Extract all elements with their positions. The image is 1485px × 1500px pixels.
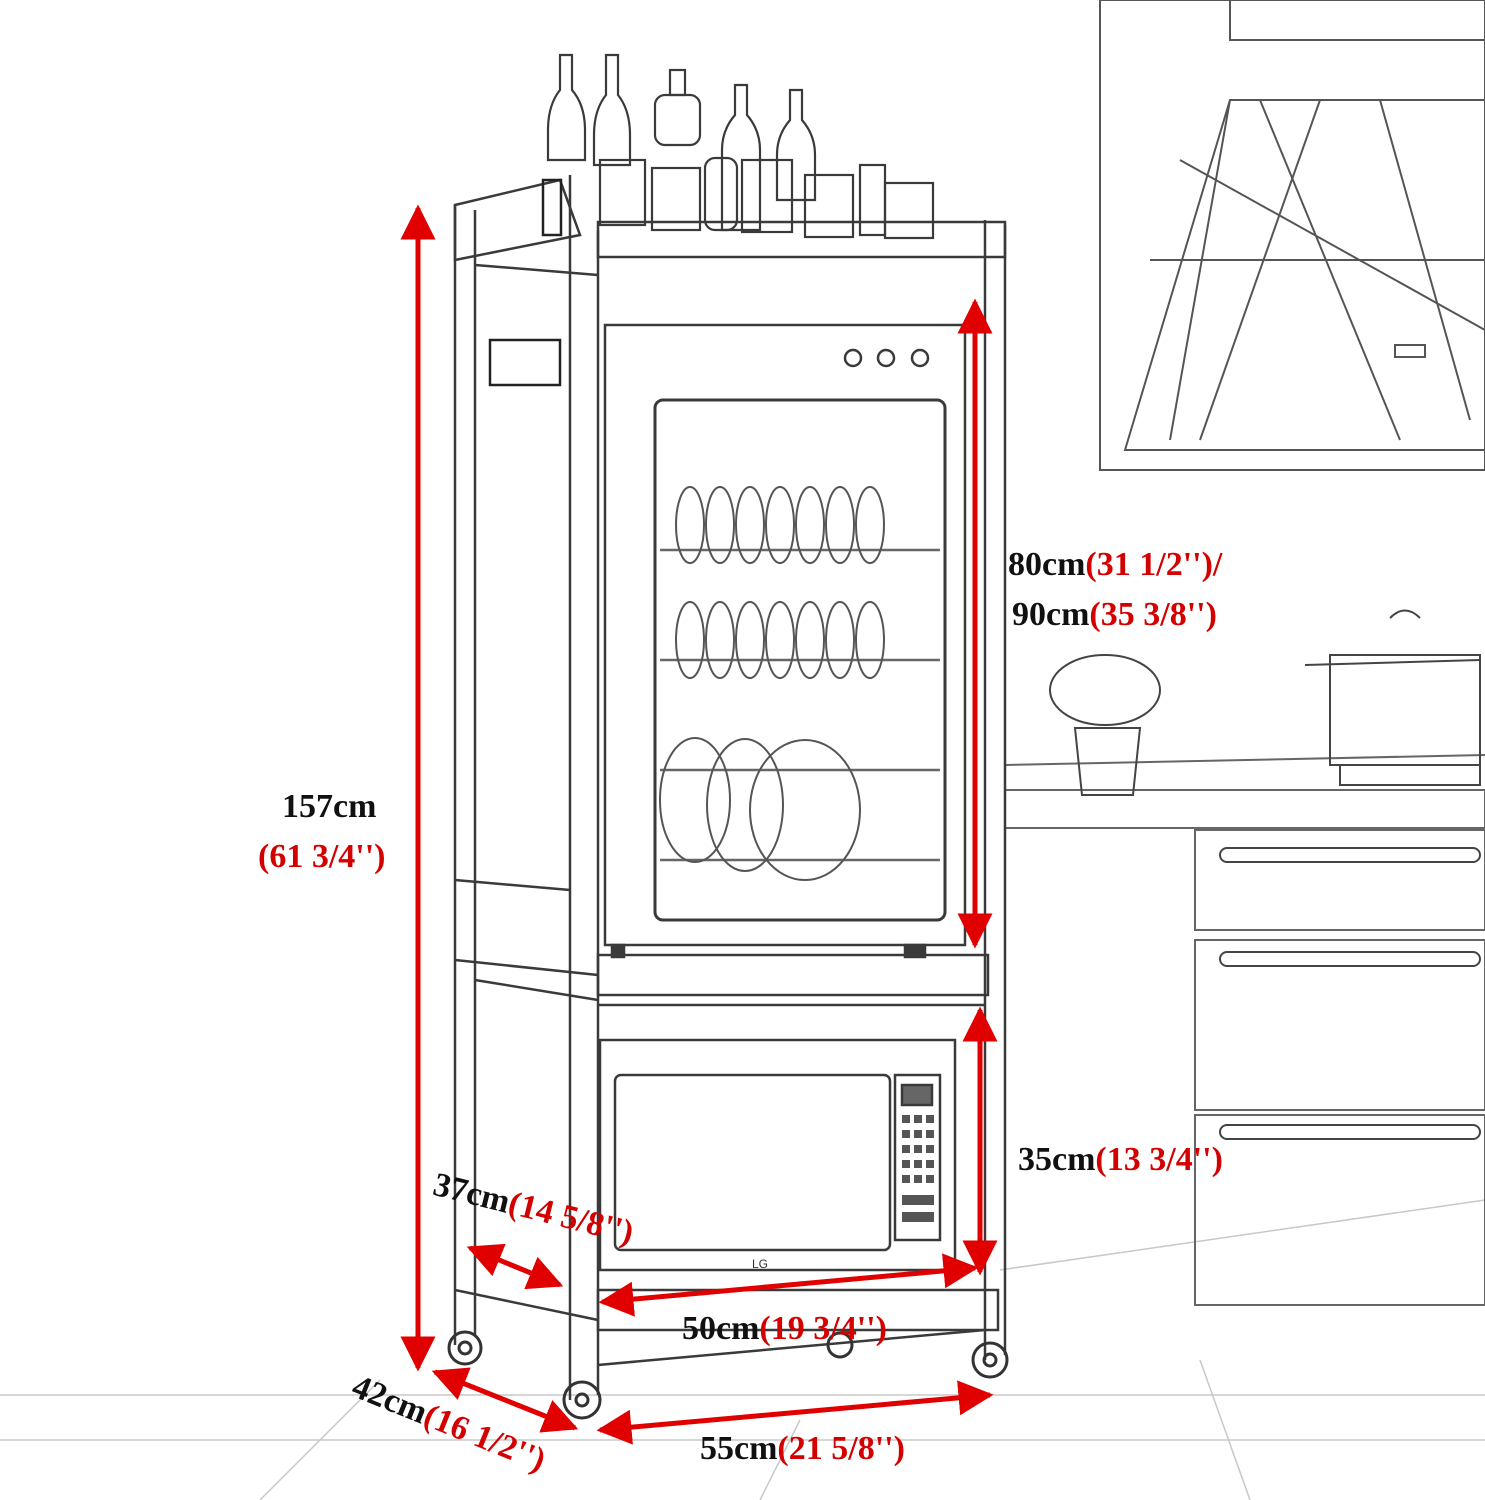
lower-shelf-height-inch: (13 3/4''): [1095, 1141, 1223, 1178]
cooking-pot: [1304, 609, 1481, 786]
lower-shelf-height-cm: 35cm: [1018, 1141, 1096, 1178]
cup: [803, 173, 855, 239]
cup: [598, 158, 647, 227]
label-outer-width: 55cm(21 5/8''): [700, 1432, 905, 1466]
total-height-inch: (61 3/4''): [258, 838, 386, 875]
dimension-arrows: [400, 204, 998, 1445]
label-cabinet-height-2: 90cm(35 3/8''): [1012, 598, 1217, 632]
bottle: [720, 83, 762, 232]
label-cabinet-height-1: 80cm(31 1/2'')/: [1008, 548, 1222, 582]
inner-width-cm: 50cm: [682, 1310, 760, 1347]
cabinet-height-cm-1: 80cm: [1008, 546, 1086, 583]
label-inner-width: 50cm(19 3/4''): [682, 1312, 887, 1346]
range-hood: [1099, 0, 1485, 471]
plates: [659, 737, 861, 881]
caster-wheel: [971, 1341, 1009, 1379]
caster-wheel: [447, 1330, 483, 1366]
microwave-keypad: [902, 1115, 934, 1222]
arrow-outer-width: [596, 1380, 994, 1445]
bottle: [592, 53, 632, 167]
dish-cabinet: [603, 323, 967, 959]
microwave: LG: [598, 1038, 957, 1272]
cabinet-height-inch-1: (31 1/2'')/: [1085, 546, 1223, 583]
inner-width-inch: (19 3/4''): [759, 1310, 887, 1347]
cabinet-height-cm-2: 90cm: [1012, 596, 1090, 633]
cup: [740, 158, 794, 234]
cup: [703, 156, 739, 232]
outer-width-inch: (21 5/8''): [777, 1430, 905, 1467]
top-shelf-items: [546, 53, 935, 240]
bottle: [546, 53, 587, 162]
cup: [858, 163, 887, 237]
arrow-outer-depth: [431, 1367, 579, 1433]
total-height-cm: 157cm: [282, 788, 377, 825]
caster-wheel: [826, 1331, 854, 1359]
cabinet-height-inch-2: (35 3/8''): [1089, 596, 1217, 633]
bowls-row-2: [675, 601, 885, 679]
bottle: [775, 88, 817, 202]
jar: [653, 68, 702, 147]
arrow-inner-width: [598, 1253, 979, 1317]
label-lower-shelf-height: 35cm(13 3/4''): [1018, 1143, 1223, 1177]
potted-plant: [1049, 654, 1161, 796]
label-total-height-inch: (61 3/4''): [258, 840, 385, 874]
bowls-row-1: [675, 486, 885, 564]
arrow-inner-depth: [466, 1243, 564, 1290]
outer-width-cm: 55cm: [700, 1430, 778, 1467]
cup: [883, 181, 935, 240]
label-total-height: 157cm: [282, 790, 376, 824]
cup: [650, 166, 702, 232]
microwave-brand-logo: LG: [752, 1257, 768, 1271]
